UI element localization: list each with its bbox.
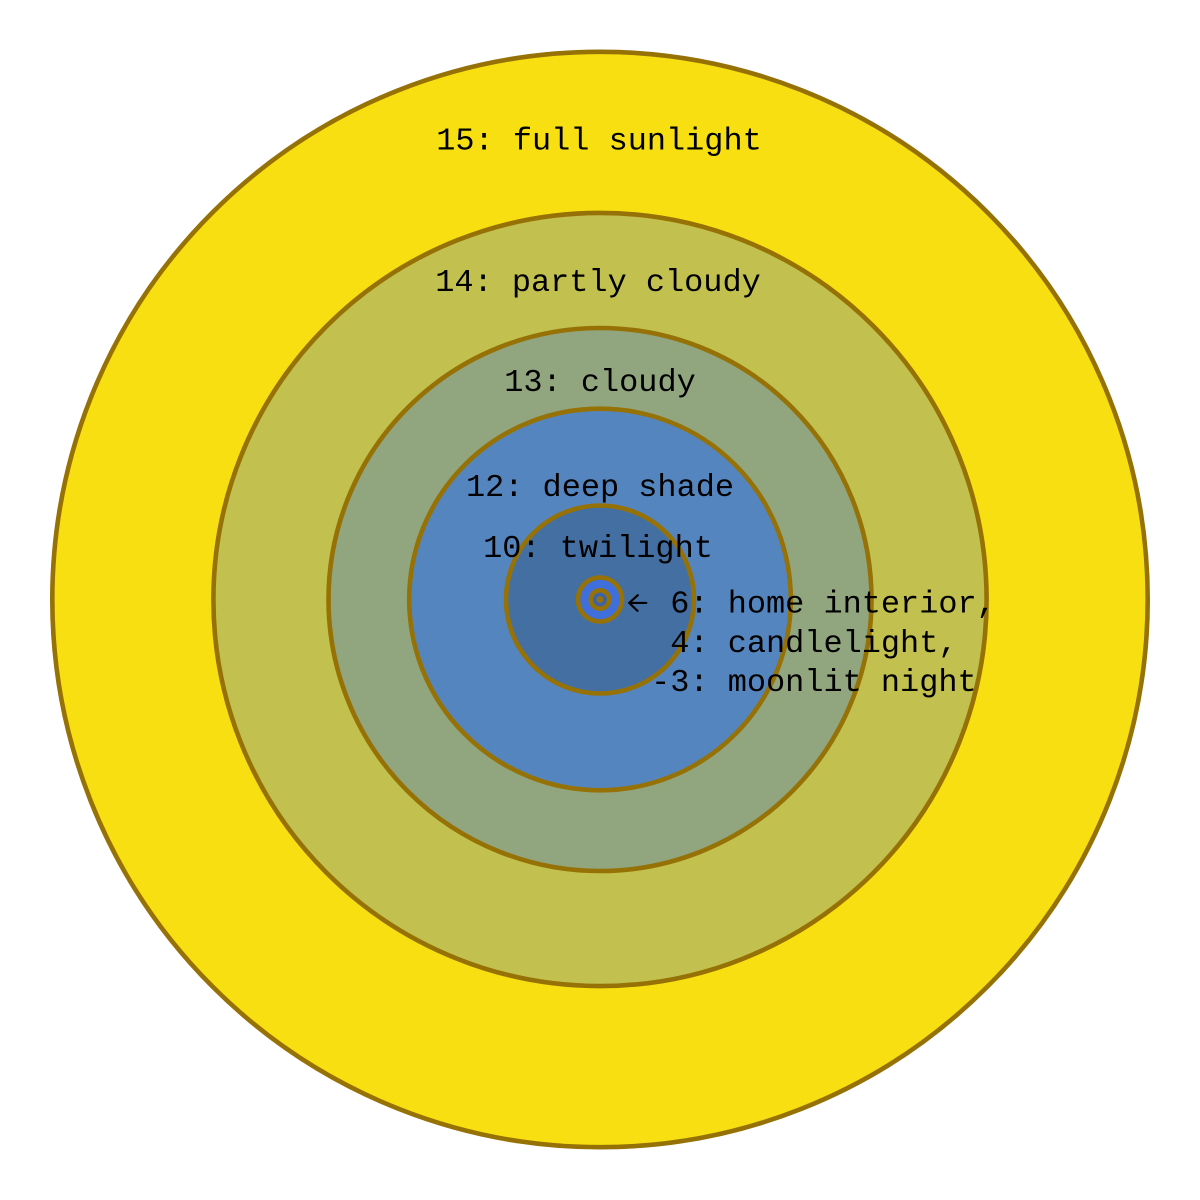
svg-text:10: twilight: 10: twilight [483,530,713,567]
svg-text:13: cloudy: 13: cloudy [504,364,695,401]
svg-text:-3: moonlit night: -3: moonlit night [632,664,977,701]
svg-text:15: full sunlight: 15: full sunlight [436,123,762,160]
svg-text:6: home interior,: 6: home interior, [632,586,996,623]
svg-text:4: candlelight,: 4: candlelight, [632,625,958,662]
svg-text:12: deep shade: 12: deep shade [466,469,734,506]
svg-text:14: partly cloudy: 14: partly cloudy [435,264,761,301]
